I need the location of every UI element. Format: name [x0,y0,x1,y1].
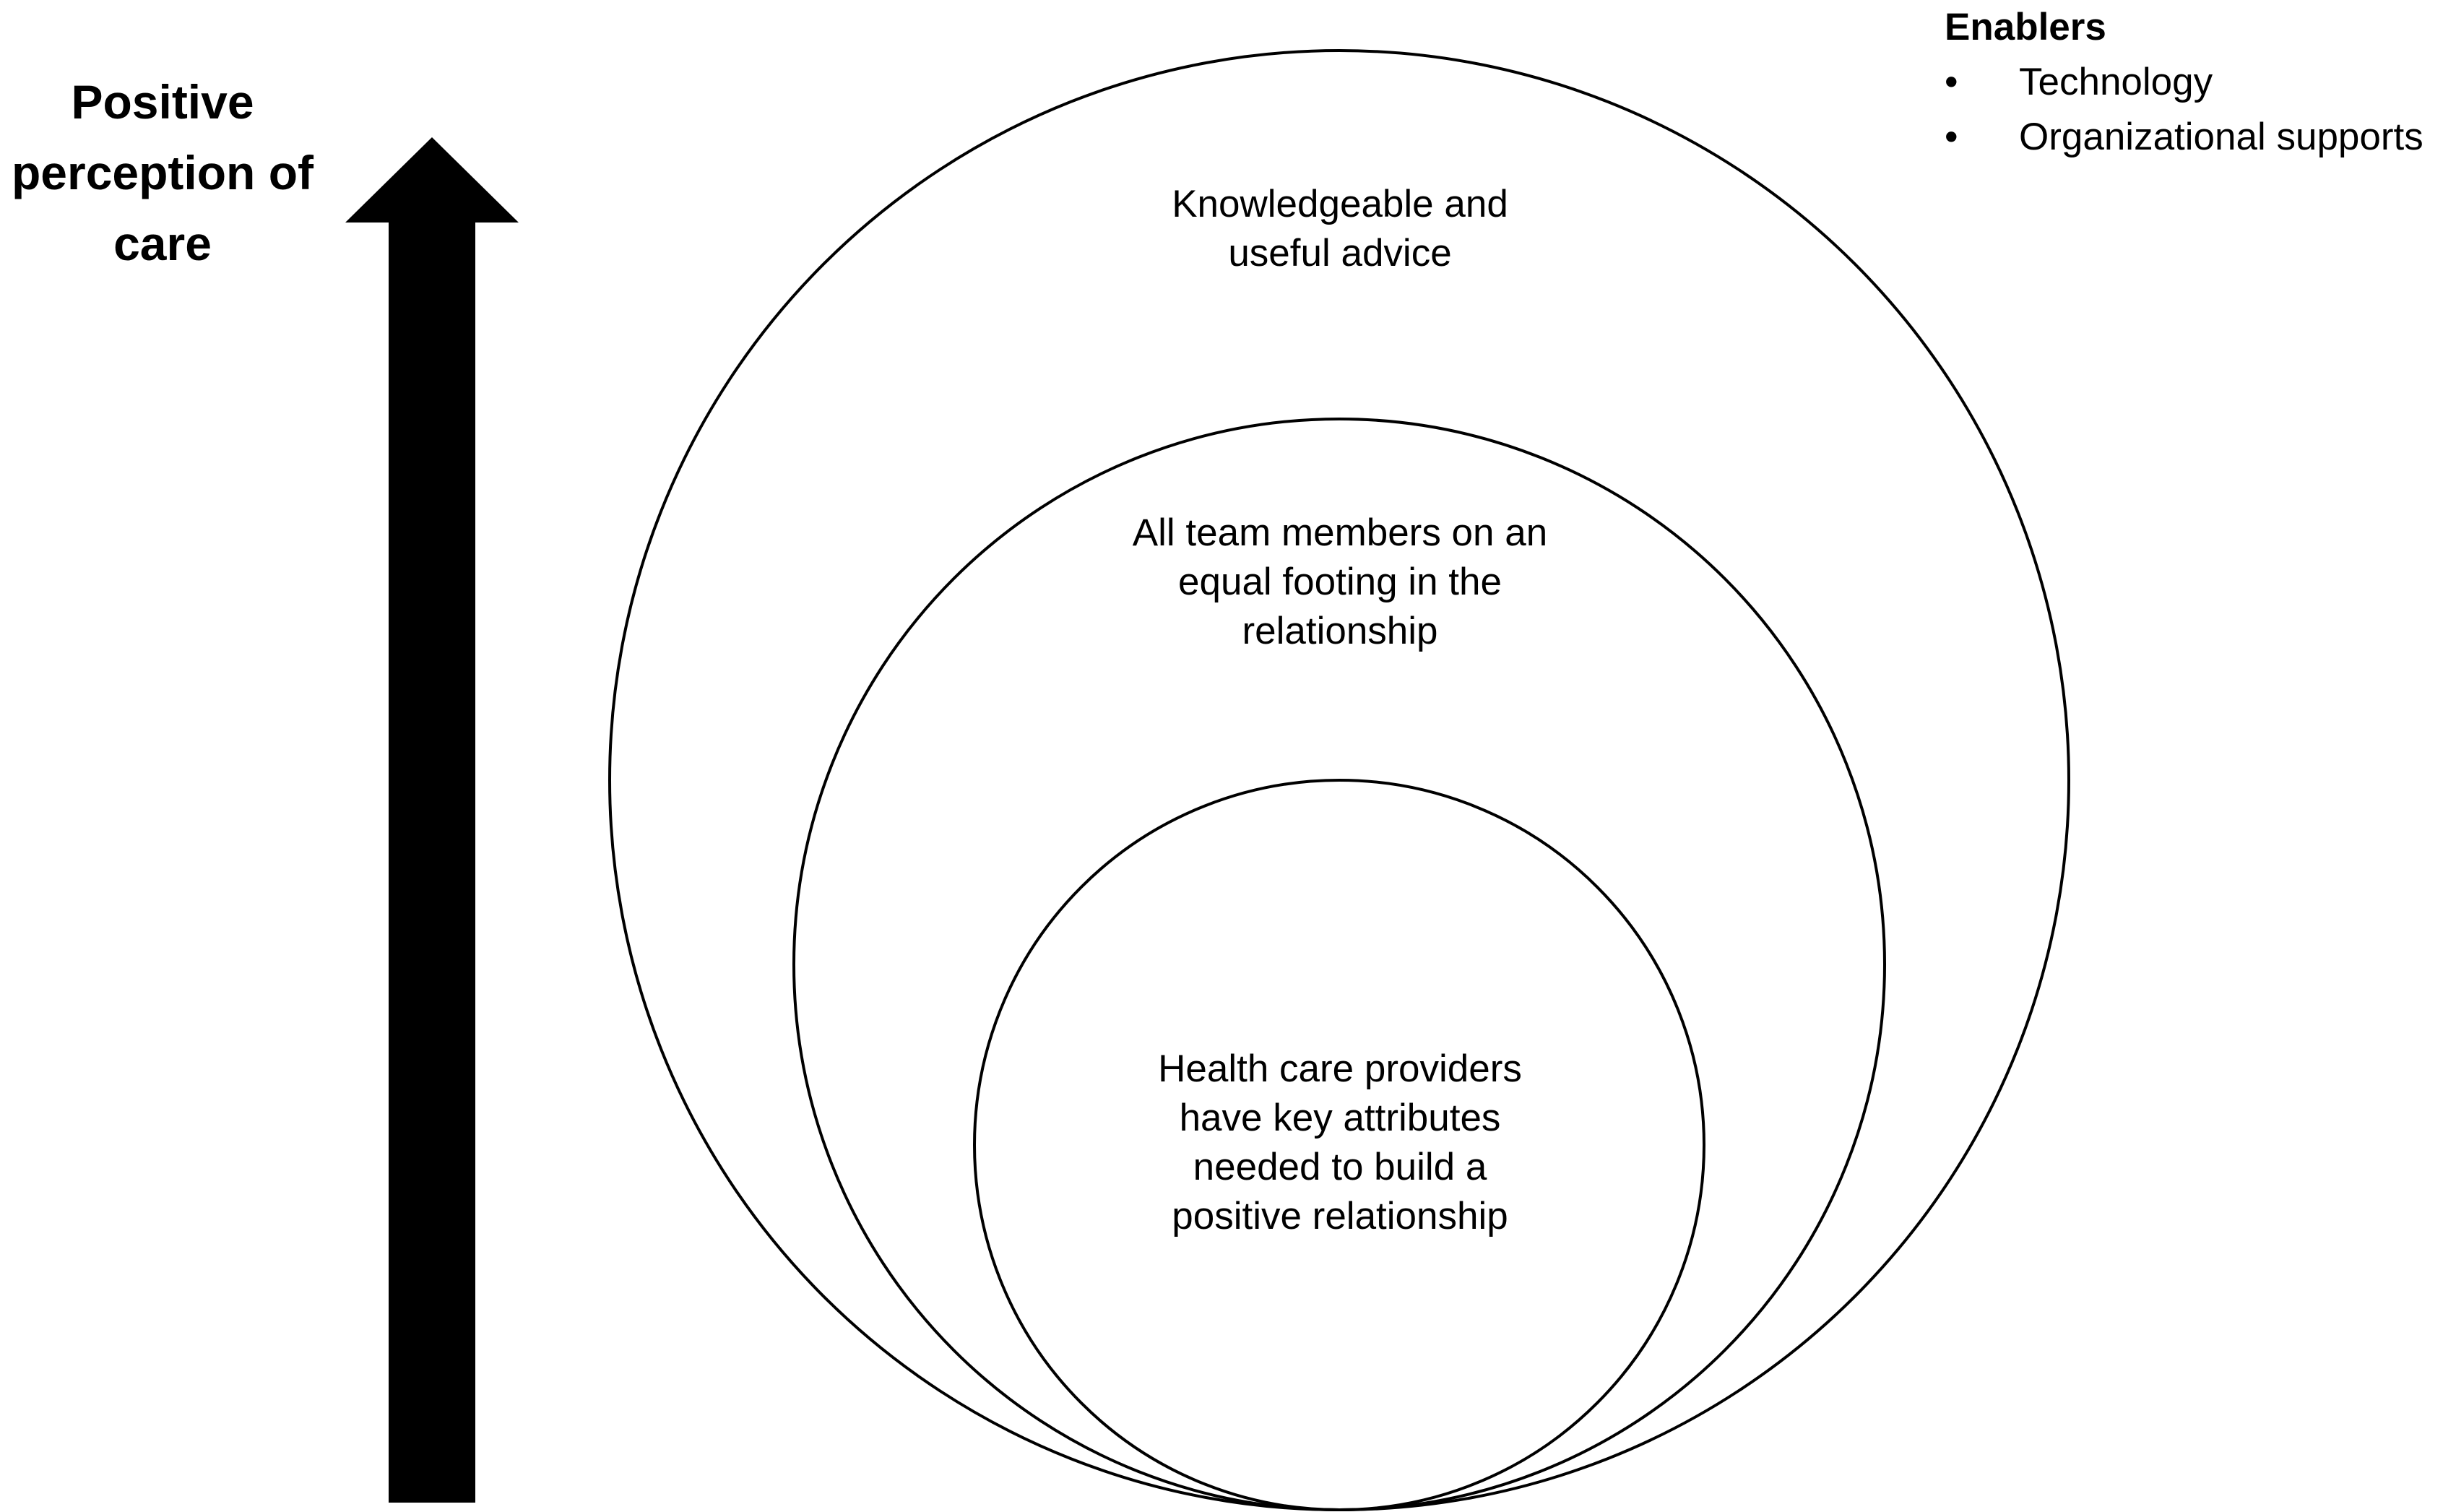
inner-circle [973,779,1705,1511]
enablers-list-item: Organizational supports [1945,110,2456,165]
axis-label-line: care [113,217,212,270]
middle-circle-label-line: equal footing in the [1178,561,1502,603]
enablers-list: Technology Organizational supports [1945,55,2456,165]
middle-circle-label: All team members on an equal footing in … [1047,509,1633,656]
outer-circle-label: Knowledgeable and useful advice [1084,180,1596,278]
inner-circle-label-line: have key attributes [1179,1097,1501,1139]
axis-label: Positive perception of care [0,66,325,279]
outer-circle-label-line: useful advice [1228,232,1452,275]
axis-label-line: perception of [11,146,314,199]
inner-circle-label-line: positive relationship [1172,1195,1508,1237]
enablers-list-item: Technology [1945,55,2456,110]
enablers-title: Enablers [1945,6,2106,48]
axis-label-line: Positive [71,75,254,129]
outer-circle-label-line: Knowledgeable and [1172,183,1508,225]
upward-arrow [345,137,519,1503]
middle-circle-label-line: All team members on an [1132,511,1548,554]
inner-circle-label-line: Health care providers [1158,1047,1522,1090]
inner-circle-label: Health care providers have key attribute… [1047,1045,1633,1241]
enablers-box: Enablers Technology Organizational suppo… [1945,0,2456,165]
inner-circle-label-line: needed to build a [1193,1146,1487,1188]
middle-circle-label-line: relationship [1242,610,1438,652]
